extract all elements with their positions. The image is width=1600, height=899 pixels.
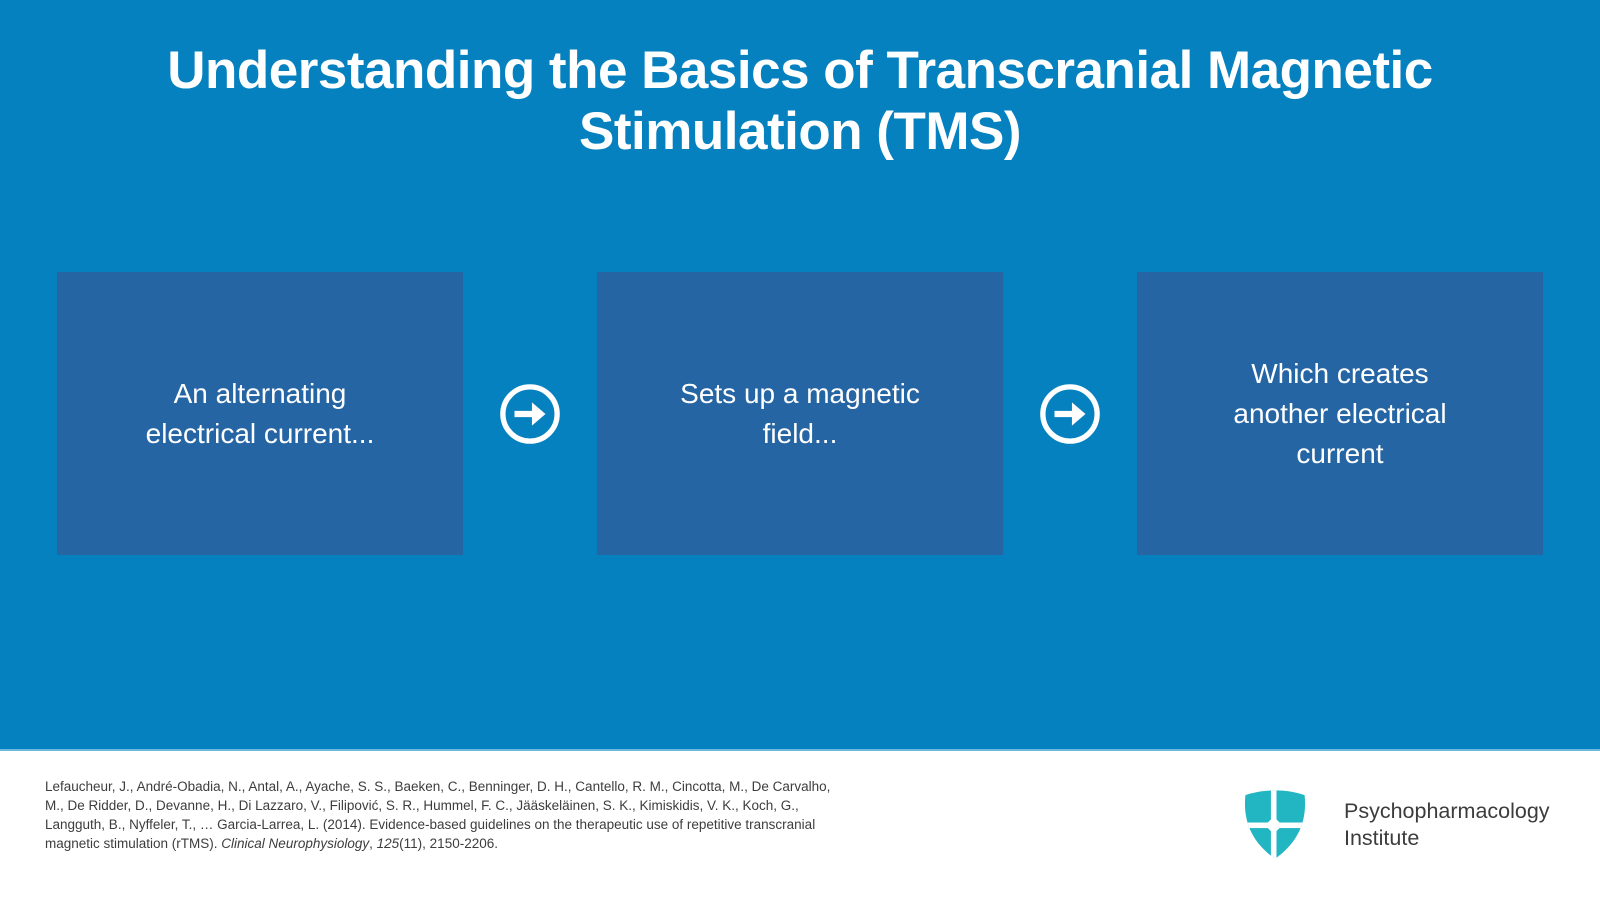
citation-volume: 125 [376, 836, 400, 851]
flow-diagram: An alternating electrical current... Set… [57, 272, 1543, 555]
flow-step-3: Which creates another electrical current [1137, 272, 1543, 555]
flow-step-3-label: Which creates another electrical current [1233, 357, 1447, 469]
citation-text: Lefaucheur, J., André-Obadia, N., Antal,… [45, 777, 835, 853]
slide-background: Understanding the Basics of Transcranial… [0, 0, 1600, 751]
page-title: Understanding the Basics of Transcranial… [167, 41, 1433, 161]
citation-part2: (11), 2150-2206. [399, 836, 498, 851]
flow-step-1-label: An alternating electrical current... [145, 377, 375, 449]
flow-step-2: Sets up a magnetic field... [597, 272, 1003, 555]
institute-name-line2: Institute [1344, 826, 1420, 850]
institute-logo: Psychopharmacology Institute [1238, 785, 1568, 875]
right-arrow-icon [499, 383, 561, 445]
flow-step-1: An alternating electrical current... [57, 272, 463, 555]
citation-journal: Clinical Neurophysiology [221, 836, 370, 851]
right-arrow-icon [1039, 383, 1101, 445]
citation-separator: , [369, 836, 377, 851]
footer: Lefaucheur, J., André-Obadia, N., Antal,… [0, 753, 1600, 899]
flow-step-2-label: Sets up a magnetic field... [680, 377, 920, 449]
shield-cross-icon [1244, 790, 1306, 859]
citation-part1: Lefaucheur, J., André-Obadia, N., Antal,… [45, 779, 831, 851]
institute-name-line1: Psychopharmacology [1344, 799, 1550, 823]
institute-name: Psychopharmacology Institute [1344, 798, 1550, 852]
